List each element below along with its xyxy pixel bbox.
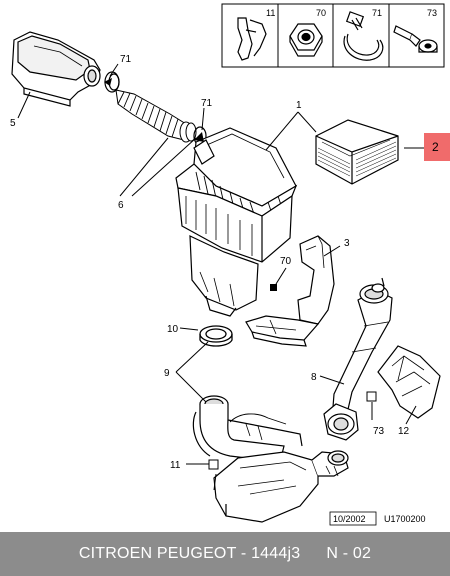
footer-brand: CITROEN PEUGEOT - 1444j3 [78,545,301,562]
mounting-bracket [245,235,335,347]
callout-10: 10 [167,324,179,335]
seal-ring [199,325,233,347]
footer-page: N - 02 [326,545,372,562]
legend-number-70: 70 [316,8,326,18]
callout-3: 3 [344,238,350,249]
screw-icon [393,25,438,53]
callout-numbers: 5 71 71 6 1 3 70 10 9 8 11 73 12 [10,54,410,471]
callout-6: 6 [118,200,124,211]
legend-number-11: 11 [266,8,275,18]
callout-71-middle: 71 [201,98,213,109]
reference-codes: 10/2002 U1700200 [329,511,426,526]
callout-8: 8 [311,372,317,383]
s-intake-hose [323,277,393,441]
callout-2: 2 [432,140,439,154]
footer-bar: CITROEN PEUGEOT - 1444j3 N - 02 [0,532,450,576]
callout-73: 73 [373,426,385,437]
hex-nut-icon [289,23,323,57]
callout-70: 70 [280,256,292,267]
screw-marker-73 [366,391,377,402]
ref-code: U1700200 [384,514,426,524]
callout-71-top: 71 [120,54,132,65]
callout-5: 5 [10,118,16,129]
corrugated-hose [115,89,197,143]
parts-legend: 11 70 71 73 [221,3,445,68]
callout-2-highlight[interactable]: 2 [424,133,450,161]
hose-clamp-icon [343,11,384,61]
highlight-box [424,133,450,161]
legend-number-71: 71 [372,8,382,18]
callout-12: 12 [398,426,410,437]
nut-marker-70 [270,284,277,291]
leader-lines [17,63,424,491]
clip-icon [237,17,267,61]
callout-1: 1 [296,100,302,111]
air-filter-element [315,119,399,185]
legend-number-73: 73 [427,8,437,18]
resonator-box [213,450,349,523]
air-inlet-duct [11,31,101,107]
arrow-heads [104,78,204,142]
exploded-parts-diagram: 11 70 71 73 [10,3,450,526]
date-code: 10/2002 [333,514,366,524]
callout-9: 9 [164,368,170,379]
air-filter-housing [175,127,298,317]
air-deflector-shield [377,345,441,419]
callout-11: 11 [170,460,181,471]
clip-marker-11 [208,459,219,470]
